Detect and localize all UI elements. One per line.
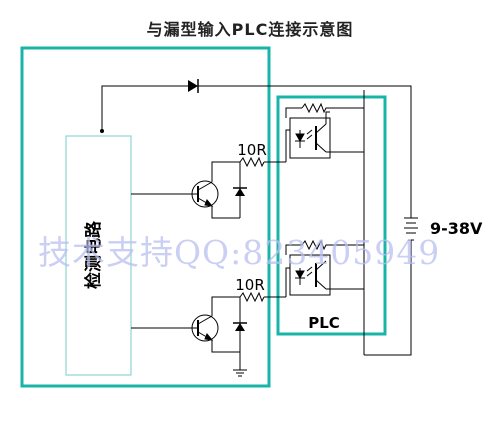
resistor-bottom bbox=[239, 291, 265, 303]
resistor-bottom-label: 10R bbox=[235, 276, 265, 294]
plc-outline bbox=[276, 95, 387, 336]
power-supply-icon bbox=[404, 217, 418, 241]
transistor-bottom bbox=[190, 314, 219, 342]
sensor-module-outline bbox=[20, 46, 271, 388]
watermark: 技术支持QQ:823405949 bbox=[38, 233, 441, 272]
detection-circuit-label: 检测电路 bbox=[83, 220, 104, 289]
resistor-top-label: 10R bbox=[237, 141, 267, 159]
zener-top bbox=[233, 187, 247, 196]
optocoupler-bottom bbox=[285, 239, 364, 297]
resistor-top bbox=[239, 156, 265, 168]
transistor-top bbox=[190, 180, 219, 208]
ground-icon bbox=[233, 369, 247, 377]
supply-voltage-label: 9-38V bbox=[430, 219, 483, 238]
diagram-title: 与漏型输入PLC连接示意图 bbox=[146, 20, 354, 39]
detection-circuit-box bbox=[65, 135, 132, 376]
plc-label: PLC bbox=[308, 314, 340, 332]
feedback-diode bbox=[188, 79, 199, 93]
junction-dot bbox=[100, 129, 104, 133]
zener-bottom bbox=[233, 322, 247, 331]
optocoupler-top bbox=[285, 102, 364, 162]
